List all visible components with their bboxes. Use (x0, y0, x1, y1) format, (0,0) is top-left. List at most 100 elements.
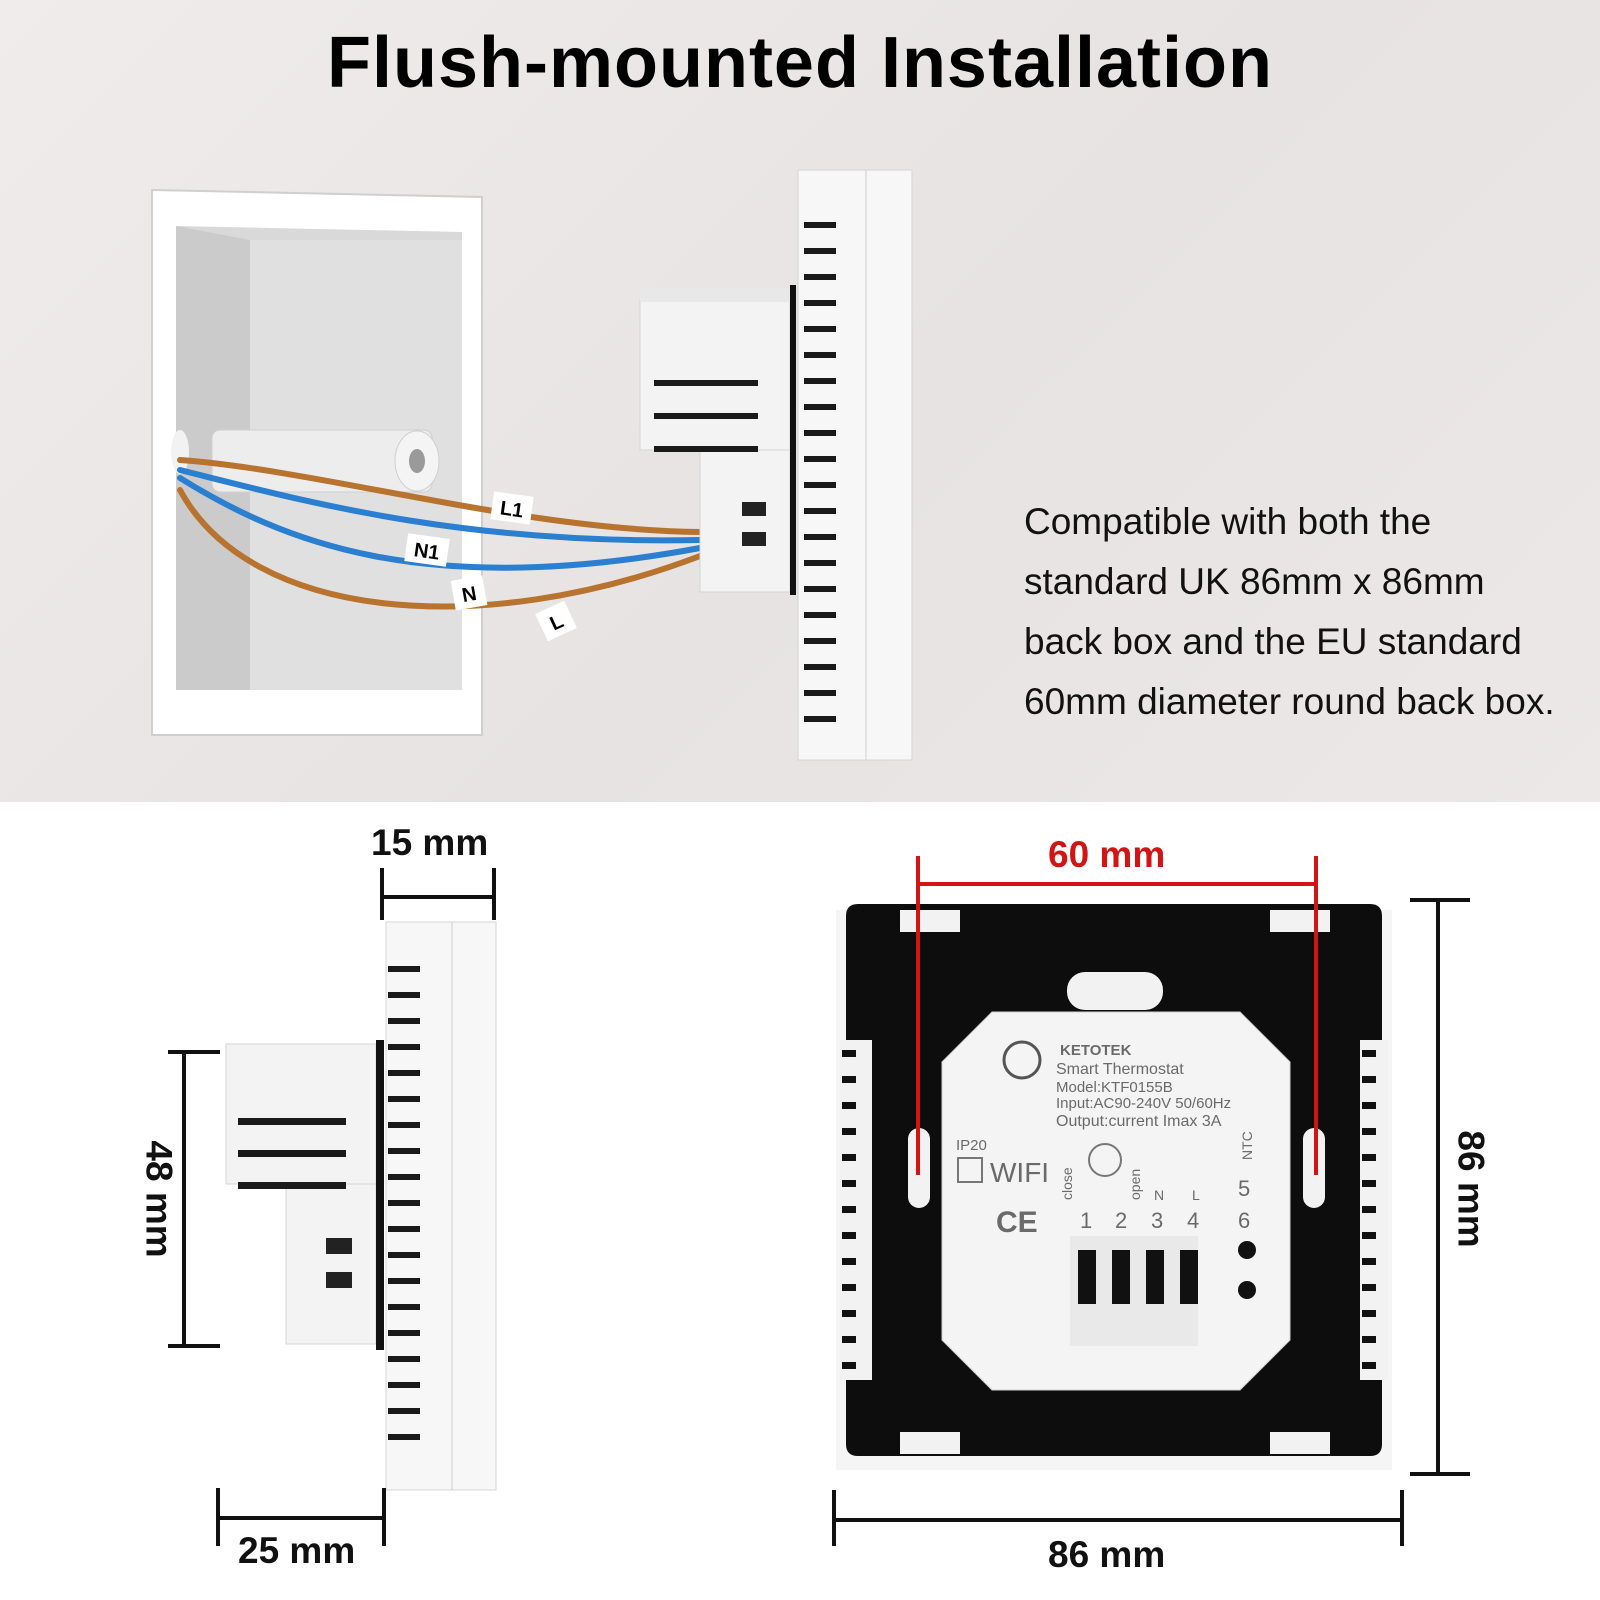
wire-label-N: N (450, 575, 488, 611)
vent-slot (388, 1070, 420, 1076)
vent-slot (804, 274, 836, 280)
clip-slot (1362, 1284, 1376, 1291)
svg-text:2: 2 (1115, 1208, 1127, 1233)
clip-slot (1362, 1258, 1376, 1265)
svg-text:N: N (1154, 1187, 1164, 1203)
wires (177, 457, 703, 610)
dimension-label-86mm-width: 86 mm (1048, 1534, 1166, 1575)
svg-text:Smart Thermostat: Smart Thermostat (1056, 1061, 1184, 1078)
vent-slot (804, 456, 836, 462)
dimension-lines-side (168, 868, 496, 1546)
vent-slot (388, 1148, 420, 1154)
dimension-label-48mm: 48 mm (138, 1140, 180, 1258)
vent-slot (804, 222, 836, 228)
dimension-label-25mm: 25 mm (238, 1530, 356, 1571)
vent-slot (388, 1330, 420, 1336)
vent-slots-top (804, 222, 836, 722)
clip-slot (1362, 1336, 1376, 1343)
vent-slot (388, 1200, 420, 1206)
clip-slot (842, 1206, 856, 1213)
clip-slot (842, 1076, 856, 1083)
clip-slot (1362, 1128, 1376, 1135)
vent-slot (388, 1044, 420, 1050)
vent-slot (804, 482, 836, 488)
compatibility-description: Compatible with both the standard UK 86m… (1024, 501, 1555, 722)
clip-slot (1362, 1232, 1376, 1239)
clip-slot (842, 1362, 856, 1369)
clip-slot (842, 1154, 856, 1161)
vent-slot (804, 664, 836, 670)
clip-slot (842, 1310, 856, 1317)
clip-slot (1362, 1362, 1376, 1369)
svg-text:N1: N1 (413, 539, 441, 564)
thermostat-side-view-dimensioned (225, 921, 497, 1491)
svg-text:L1: L1 (499, 497, 525, 522)
vent-slot (804, 326, 836, 332)
vent-slot (388, 1408, 420, 1414)
page-title: Flush-mounted Installation (327, 23, 1273, 103)
wire-label-N1: N1 (404, 533, 450, 567)
vent-slot (388, 1252, 420, 1258)
dimension-label-60mm: 60 mm (1048, 834, 1166, 875)
vent-slot (804, 534, 836, 540)
thermostat-side-view-installed (639, 169, 913, 761)
vent-slot (804, 560, 836, 566)
svg-text:open: open (1127, 1169, 1143, 1200)
clip-slot (1362, 1076, 1376, 1083)
vent-slot (388, 1174, 420, 1180)
svg-text:1: 1 (1080, 1208, 1092, 1233)
svg-text:Input:AC90-240V 50/60Hz: Input:AC90-240V 50/60Hz (1056, 1095, 1231, 1112)
clip-slot (842, 1232, 856, 1239)
vent-slot (388, 1356, 420, 1362)
vent-slot (388, 1018, 420, 1024)
vent-slot (804, 638, 836, 644)
svg-text:5: 5 (1238, 1176, 1250, 1201)
vent-slot (804, 716, 836, 722)
svg-text:6: 6 (1238, 1208, 1250, 1233)
wire-label-L1: L1 (490, 491, 534, 525)
wire-label-L: L (535, 600, 577, 642)
thermostat-back-view (836, 904, 1392, 1470)
vent-slot (804, 248, 836, 254)
clip-slot (1362, 1050, 1376, 1057)
dimension-label-15mm: 15 mm (371, 822, 489, 863)
clip-slot (842, 1284, 856, 1291)
clip-slot (842, 1336, 856, 1343)
clip-slot (1362, 1154, 1376, 1161)
svg-text:Output:current Imax 3A: Output:current Imax 3A (1056, 1113, 1222, 1130)
clip-slot (1362, 1180, 1376, 1187)
svg-text:IP20: IP20 (956, 1137, 987, 1154)
vent-slot (804, 300, 836, 306)
vent-slot (804, 690, 836, 696)
vent-slot (388, 1122, 420, 1128)
vent-slot (804, 404, 836, 410)
vent-slot (804, 508, 836, 514)
vent-slot (804, 378, 836, 384)
svg-text:close: close (1059, 1167, 1075, 1200)
vent-slot (388, 1278, 420, 1284)
svg-text:N: N (460, 583, 478, 607)
svg-text:L: L (1192, 1187, 1200, 1203)
vent-slots-bottom (388, 966, 420, 1440)
svg-text:KETOTEK: KETOTEK (1060, 1042, 1132, 1059)
clip-slot (1362, 1206, 1376, 1213)
clip-slot (1362, 1102, 1376, 1109)
svg-text:CE: CE (996, 1206, 1038, 1239)
clip-slot (842, 1258, 856, 1265)
vent-slot (388, 1226, 420, 1232)
clip-slot (842, 1128, 856, 1135)
vent-slot (388, 1304, 420, 1310)
svg-text:NTC: NTC (1239, 1131, 1255, 1160)
vent-slot (804, 586, 836, 592)
clip-slot (1362, 1310, 1376, 1317)
clip-slot (842, 1050, 856, 1057)
vent-slot (804, 430, 836, 436)
svg-text:Model:KTF0155B: Model:KTF0155B (1056, 1079, 1173, 1096)
dimension-label-86mm-height: 86 mm (1450, 1130, 1492, 1248)
clip-slot (842, 1102, 856, 1109)
svg-text:4: 4 (1187, 1208, 1199, 1233)
vent-slot (388, 966, 420, 972)
vent-slot (388, 1434, 420, 1440)
vent-slot (388, 1382, 420, 1388)
